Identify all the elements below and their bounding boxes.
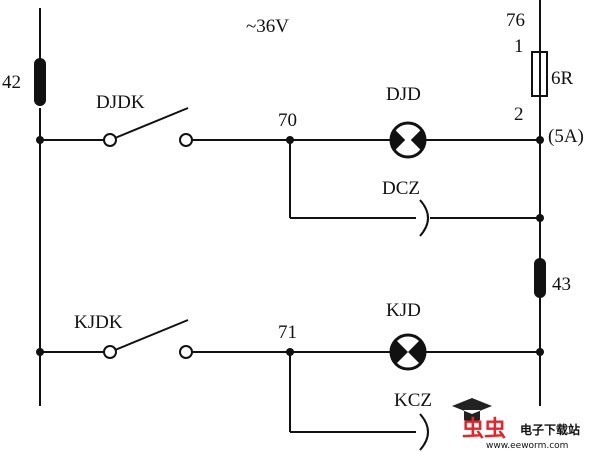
node-70: [286, 136, 294, 144]
left-terminal-label: 42: [2, 72, 21, 93]
node-right-bottom: [536, 348, 544, 356]
switch-top-contact-right: [179, 133, 193, 147]
right-mid-terminal-label: 43: [552, 274, 571, 295]
fuse-pin2-label: 2: [514, 104, 524, 125]
fuse-rating-label: (5A): [548, 126, 584, 147]
lamp-djd: [389, 121, 427, 159]
fuse-pin1-label: 1: [514, 36, 524, 57]
node-bottom-label: 71: [278, 322, 297, 343]
lamp-kjd: [389, 333, 427, 371]
socket-dcz: [419, 199, 429, 237]
fuse-label: 6R: [551, 68, 574, 89]
switch-top-contact-left: [103, 133, 117, 147]
supply-label: ~36V: [246, 16, 289, 37]
node-left-top: [36, 136, 44, 144]
right-top-label: 76: [506, 10, 525, 31]
socket-bottom-label: KCZ: [394, 390, 432, 411]
switch-top-label: DJDK: [96, 92, 145, 113]
node-right-socket-top: [536, 214, 544, 222]
left-terminal-42: [34, 58, 46, 106]
node-right-top: [536, 136, 544, 144]
watermark-logo: 虫虫: [462, 416, 506, 442]
right-terminal-43: [534, 258, 546, 298]
socket-kcz: [419, 413, 429, 451]
socket-top-label: DCZ: [382, 178, 420, 199]
watermark-text: 电子下载站: [520, 422, 580, 437]
lamp-top-label: DJD: [386, 84, 421, 105]
node-top-label: 70: [278, 110, 297, 131]
switch-bottom-contact-left: [103, 345, 117, 359]
node-left-bottom: [36, 348, 44, 356]
graduation-cap-icon: [452, 398, 492, 422]
switch-bottom-label: KJDK: [74, 312, 123, 333]
switch-bottom-contact-right: [179, 345, 193, 359]
watermark: 虫虫 电子下载站 www.eeworm.com: [452, 398, 580, 451]
lamp-bottom-label: KJD: [386, 300, 421, 321]
node-71: [286, 348, 294, 356]
watermark-url: www.eeworm.com: [486, 441, 568, 451]
